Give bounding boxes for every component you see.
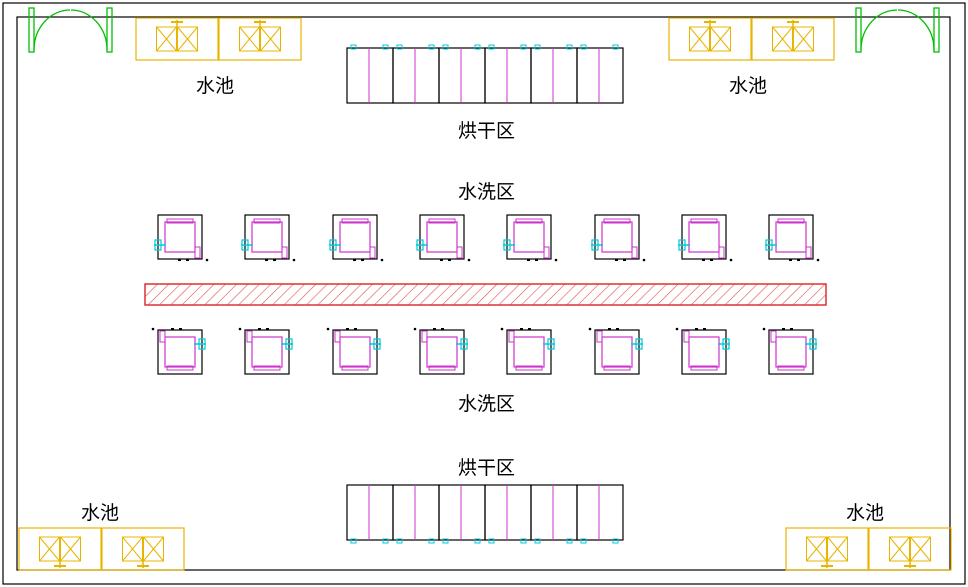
conveyor-belt: [144, 283, 827, 306]
pool-unit: [668, 17, 752, 61]
drying-machines: [346, 44, 624, 544]
pool-unit: [101, 527, 185, 571]
washing-machine: [151, 327, 206, 375]
washing-machine: [678, 214, 733, 262]
washing-machine: [413, 327, 468, 375]
washing-machine: [500, 327, 555, 375]
washing-machines: [151, 214, 820, 375]
drying-machine: [530, 484, 578, 544]
drying-machine: [484, 44, 532, 104]
pool-unit: [785, 527, 869, 571]
drying-machine: [438, 484, 486, 544]
drying-machine: [392, 484, 440, 544]
pool-label-top-left: 水池: [196, 75, 234, 97]
pool-group: [18, 17, 952, 571]
drying-zone-label-bottom: 烘干区: [458, 457, 515, 479]
washing-machine: [762, 327, 817, 375]
drying-machine: [438, 44, 486, 104]
washing-machine: [675, 327, 730, 375]
door-top-right: [855, 7, 940, 53]
pool-unit: [218, 17, 302, 61]
pool-label-bottom-left: 水池: [81, 502, 119, 524]
washing-machine: [591, 214, 646, 262]
washing-machine: [503, 214, 558, 262]
washing-machine: [416, 214, 471, 262]
drying-zone-label-top: 烘干区: [458, 120, 515, 142]
drying-machine: [576, 484, 624, 544]
washing-machine: [765, 214, 820, 262]
pool-unit: [18, 527, 102, 571]
washing-machine: [241, 214, 296, 262]
washing-machine: [329, 214, 384, 262]
washing-machine: [154, 214, 209, 262]
door-top-left: [28, 7, 113, 53]
drying-machine: [484, 484, 532, 544]
washing-zone-label-top: 水洗区: [458, 181, 515, 203]
washing-machine: [588, 327, 643, 375]
drying-machine: [346, 484, 394, 544]
washing-zone-label-bottom: 水洗区: [458, 393, 515, 415]
pool-unit: [868, 527, 952, 571]
inner-wall: [16, 16, 951, 571]
drying-machine: [576, 44, 624, 104]
pool-unit: [751, 17, 835, 61]
pool-label-top-right: 水池: [729, 75, 767, 97]
drying-machine: [346, 44, 394, 104]
washing-machine: [238, 327, 293, 375]
drying-machine: [392, 44, 440, 104]
pool-unit: [135, 17, 219, 61]
pool-label-bottom-right: 水池: [846, 502, 884, 524]
drying-machine: [530, 44, 578, 104]
washing-machine: [326, 327, 381, 375]
